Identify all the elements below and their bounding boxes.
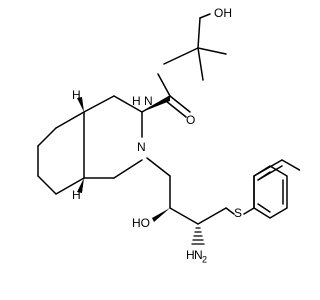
atom-amide-n: N bbox=[144, 94, 153, 108]
bond-ring-b4 bbox=[113, 159, 143, 179]
phenyl-double-1 bbox=[257, 171, 271, 181]
atom-ring-n: N bbox=[137, 140, 146, 154]
bond-ringn-ch2 bbox=[146, 157, 171, 177]
wedge-amide bbox=[142, 96, 170, 112]
atom-amide-h: H bbox=[132, 94, 141, 108]
bond-ch2-oh bbox=[199, 13, 211, 19]
bond-carbonyl-double-1 bbox=[169, 95, 191, 113]
wedge-upper-h bbox=[77, 97, 84, 112]
atom-amine-h2: H bbox=[186, 248, 195, 262]
atom-stereo-h-upper: H bbox=[72, 88, 81, 102]
bond-ring-a2 bbox=[37, 127, 57, 147]
wedge-hydroxyl bbox=[152, 208, 170, 222]
stereo-layer bbox=[77, 96, 205, 245]
bond-s-phenyl bbox=[243, 207, 255, 215]
bond-tertc-ch2 bbox=[197, 17, 201, 49]
bond-ring-a5 bbox=[55, 177, 85, 195]
atom-carbonyl-o: O bbox=[186, 113, 195, 127]
bond-carbonyl-double-2 bbox=[165, 100, 187, 118]
atom-stereo-h-lower: H bbox=[72, 188, 81, 202]
bond-nh-tertc bbox=[163, 47, 199, 65]
molecule-canvas: OH H N O N H H HO H N 2 S bbox=[37, 6, 300, 265]
atom-amine-sub: 2 bbox=[202, 254, 207, 264]
bond-ring-a1 bbox=[55, 111, 85, 129]
bond-choh-chnh2 bbox=[169, 207, 199, 225]
molecule-structure: OH H N O N H H HO H N 2 S bbox=[37, 6, 300, 264]
phenyl-double-3 bbox=[257, 203, 271, 213]
bond-ring-b1 bbox=[83, 95, 115, 113]
atom-label-layer: OH H N O N H H HO H N 2 S bbox=[72, 6, 242, 264]
atom-hydroxyl-top: OH bbox=[214, 6, 232, 20]
phenyl-hexagon bbox=[253, 165, 288, 219]
phenyl-ring bbox=[253, 165, 288, 219]
atom-sulfur: S bbox=[234, 206, 242, 220]
bond-tertc-me1 bbox=[197, 47, 204, 81]
bond-chnh2-ch2s bbox=[197, 207, 227, 225]
bond-carbonyl-nh bbox=[157, 73, 171, 97]
atom-secondary-hydroxyl: HO bbox=[132, 216, 150, 230]
atom-amine-n: N bbox=[194, 248, 203, 262]
bond-ring-b2 bbox=[113, 95, 143, 113]
wedge-lower-h bbox=[77, 178, 84, 193]
bond-tertc-me2 bbox=[197, 47, 227, 55]
bond-ch2s-s bbox=[225, 207, 235, 215]
bond-phenyl-3 bbox=[281, 159, 300, 172]
bond-ring-a4 bbox=[37, 175, 57, 195]
